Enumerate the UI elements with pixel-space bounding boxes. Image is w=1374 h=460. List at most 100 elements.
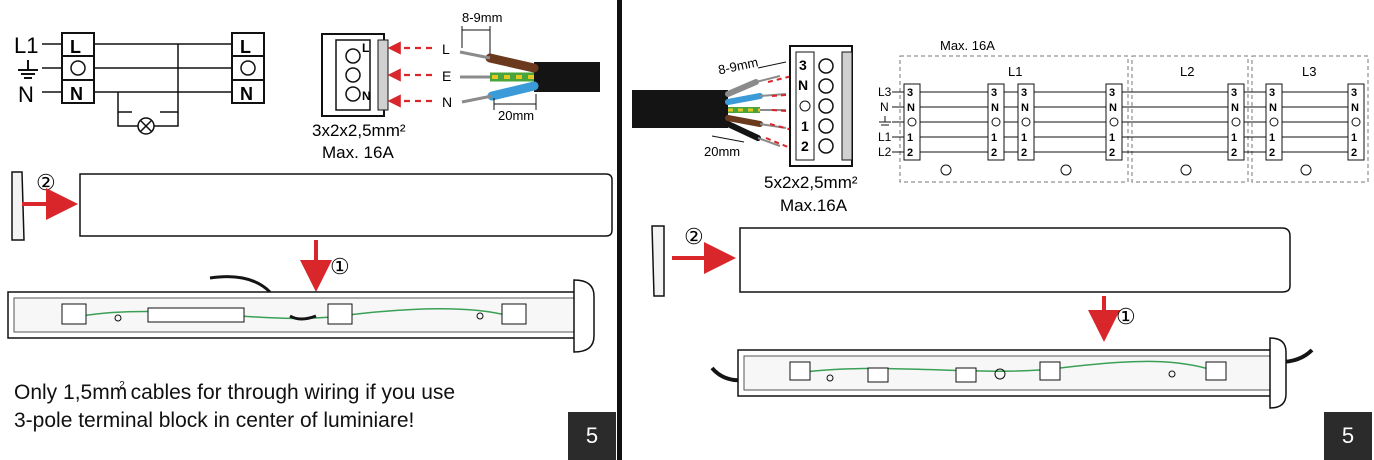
core-length-dimension — [493, 94, 537, 110]
terminal-pin-label: 2 — [1021, 147, 1027, 159]
core-length-label: 20mm — [498, 108, 534, 123]
terminal-l-label: L — [240, 37, 251, 57]
l1-line-label: L1 — [14, 33, 38, 58]
earth-terminal-icon — [240, 60, 256, 76]
n-line-label: N — [18, 82, 34, 107]
terminal-pin-label: N — [1021, 102, 1029, 114]
terminal-block-left: L N — [61, 32, 95, 104]
line-label-l1: L1 — [878, 130, 892, 144]
schematic-max-current: Max. 16A — [940, 38, 995, 53]
terminal-block-right: L N — [231, 32, 265, 104]
group-frame-l3 — [1251, 55, 1369, 183]
cable-spec-label: 3x2x2,5mm² — [312, 121, 406, 140]
earth-terminal-icon — [1269, 117, 1279, 127]
strip-length-label: 8-9mm — [462, 10, 502, 25]
terminal-pin-label: 3 — [991, 87, 997, 99]
strip-length-dimension — [757, 61, 787, 69]
luminaire-body — [7, 275, 595, 353]
terminal-strip: 3N 1 2 — [1347, 83, 1365, 161]
five-pole-connector: 3 N 1 2 — [789, 45, 853, 167]
terminal-pin-label: 1 — [1269, 132, 1275, 144]
earth-terminal-icon — [799, 100, 811, 112]
terminal-pin-label: 1 — [1109, 132, 1115, 144]
terminal-pin-label: 1 — [991, 132, 997, 144]
max-current-label: Max. 16A — [322, 143, 394, 162]
end-cap — [11, 171, 25, 241]
page-divider — [617, 0, 622, 460]
left-panel: L1 N L N — [7, 10, 613, 353]
single-phase-schematic: L1 N L N — [14, 32, 265, 135]
step-down-number: ① — [1116, 304, 1136, 329]
five-core-cable — [632, 75, 787, 147]
terminal-pin-label: N — [991, 102, 999, 114]
core-length-label: 20mm — [704, 144, 740, 159]
step-cover-number: ② — [36, 170, 56, 195]
connector-pin-n: N — [362, 89, 371, 103]
diffuser-cover — [79, 173, 613, 237]
page-number-left: 5 — [568, 412, 616, 460]
max-current-label: Max.16A — [780, 196, 848, 215]
terminal-pin-label: 3 — [907, 87, 913, 99]
wire-label-n: N — [442, 94, 452, 110]
earth-terminal-icon — [1109, 117, 1119, 127]
terminal-pin-label: 3 — [1109, 87, 1115, 99]
luminaire-body — [710, 337, 1314, 409]
connector-pin-n: N — [798, 77, 808, 93]
strip-length-label: 8-9mm — [717, 54, 760, 77]
connector-pin-l: L — [362, 41, 369, 55]
note-line-2: 3-pole terminal block in center of lumin… — [14, 409, 415, 432]
terminal-pin-label: 3 — [1351, 87, 1357, 99]
terminal-pin-label: 1 — [1021, 132, 1027, 144]
terminal-l-label: L — [70, 37, 81, 57]
connector-pin-3: 3 — [799, 57, 807, 73]
terminal-strip: 3N 1 2 — [1105, 83, 1123, 161]
group-frame-l2 — [1131, 55, 1249, 183]
terminal-strip: 3N 1 2 — [1265, 83, 1283, 161]
terminal-pin-label: 2 — [991, 147, 997, 159]
terminal-pin-label: 1 — [1231, 132, 1237, 144]
earth-terminal-icon — [907, 117, 917, 127]
terminal-pin-label: 3 — [1231, 87, 1237, 99]
connector-pin-2: 2 — [801, 138, 809, 154]
lamp-symbols — [940, 164, 1312, 176]
wire-label-l: L — [442, 41, 450, 57]
step-down-number: ① — [330, 254, 350, 279]
phase-group-l1: L1 — [1008, 64, 1022, 79]
terminal-pin-label: N — [1351, 102, 1359, 114]
terminal-pin-label: N — [1269, 102, 1277, 114]
connector-pin-1: 1 — [801, 118, 809, 134]
earth-symbol — [18, 60, 38, 79]
page-number-right: 5 — [1324, 412, 1372, 460]
terminal-n-label: N — [240, 84, 253, 104]
step-cover-number: ② — [684, 224, 704, 249]
three-core-cable — [459, 50, 600, 104]
terminal-n-label: N — [70, 84, 83, 104]
line-label-n: N — [880, 100, 889, 114]
line-label-l3: L3 — [878, 85, 892, 99]
terminal-pin-label: 1 — [1351, 132, 1357, 144]
cable-spec-label: 5x2x2,5mm² — [764, 173, 858, 192]
phase-group-l2: L2 — [1180, 64, 1194, 79]
note-line-1-end: cables for through wiring if you use — [124, 381, 456, 404]
three-pole-connector: L N — [321, 33, 389, 117]
earth-terminal-icon — [1351, 117, 1361, 127]
terminal-pin-label: 2 — [907, 147, 913, 159]
earth-terminal-icon — [991, 117, 1001, 127]
terminal-pin-label: N — [1231, 102, 1239, 114]
terminal-pin-label: 2 — [1109, 147, 1115, 159]
terminal-pin-label: 2 — [1269, 147, 1275, 159]
through-wiring-note: Only 1,5mm2 cables for through wiring if… — [14, 372, 574, 435]
terminal-pin-label: 2 — [1351, 147, 1357, 159]
terminal-pin-label: 3 — [1269, 87, 1275, 99]
lamp-symbol-icon — [117, 112, 179, 135]
note-line-1-start: Only 1,5mm — [14, 381, 128, 404]
earth-terminal-icon — [70, 60, 86, 76]
diffuser-cover — [739, 227, 1291, 293]
terminal-pin-label: N — [1109, 102, 1117, 114]
terminal-strip: 3N 1 2 — [987, 83, 1005, 161]
phase-group-l3: L3 — [1302, 64, 1316, 79]
